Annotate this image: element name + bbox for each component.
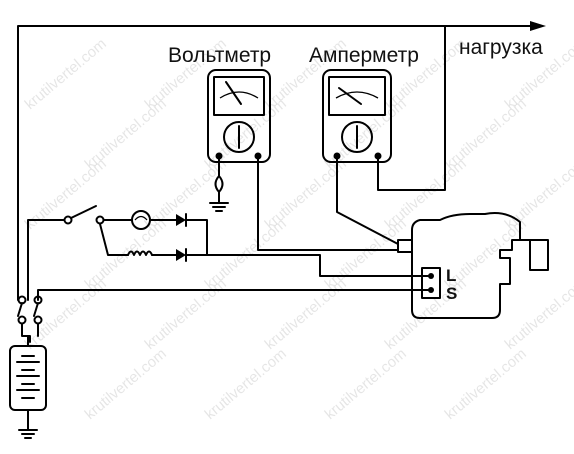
watermark-text: krutilvertel.com [502, 275, 574, 353]
terminal-s-label: S [446, 284, 457, 303]
resistor-icon [127, 250, 153, 256]
watermark-text: krutilvertel.com [82, 95, 170, 173]
watermark-text: krutilvertel.com [442, 345, 530, 423]
battery-ground [18, 409, 38, 439]
watermark-text: krutilvertel.com [322, 345, 410, 423]
watermark-text: krutilvertel.com [442, 95, 530, 173]
ammeter [322, 69, 392, 163]
voltmeter-ground [209, 155, 229, 212]
resistor-branch [99, 223, 208, 262]
voltmeter-b-wire [257, 155, 399, 251]
load-arrow-icon [530, 21, 546, 31]
watermark-text: krutilvertel.com [22, 35, 110, 113]
diode-icon-2 [176, 249, 186, 261]
voltmeter-label: Вольтметр [168, 44, 271, 67]
load-wire [17, 21, 546, 301]
watermark-text: krutilvertel.com [202, 345, 290, 423]
l-terminal-wire [206, 254, 432, 277]
ammeter-label: Амперметр [309, 44, 419, 67]
terminal-l-label: L [446, 266, 456, 285]
charge-lamp-branch [27, 205, 208, 301]
generator: L S [397, 212, 549, 319]
load-label: нагрузка [459, 36, 543, 59]
fuses [17, 295, 43, 343]
ammeter-b-wire [336, 155, 399, 245]
diode-icon [176, 214, 186, 226]
ammeter-load-wire [377, 25, 446, 191]
voltmeter [207, 69, 271, 163]
watermark-text: krutilvertel.com [82, 345, 170, 423]
